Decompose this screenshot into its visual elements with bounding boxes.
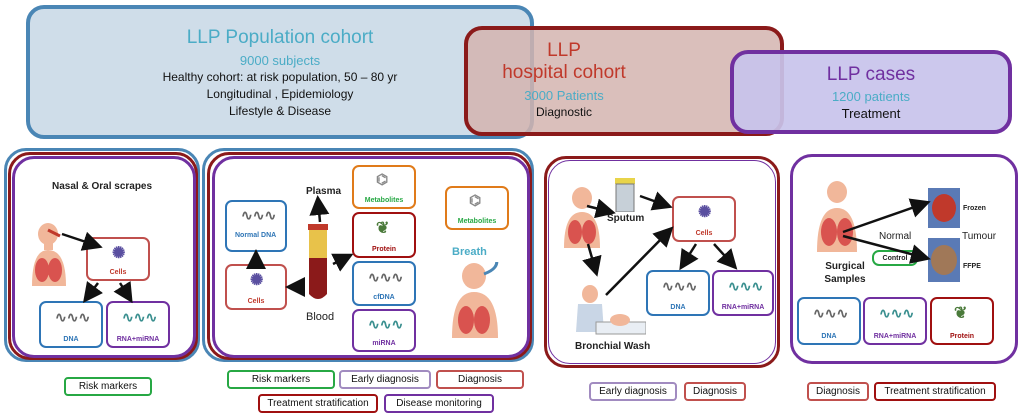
nasal-dna-box: ∿∿∿ DNA <box>39 301 103 348</box>
frozen-tissue-icon <box>928 188 960 228</box>
tag-diagnosis-2: Diagnosis <box>684 382 746 401</box>
rna-helix-icon: ∿∿∿ <box>122 309 158 325</box>
normal-label: Normal <box>879 231 912 242</box>
surgical-rna-helix-icon: ∿∿∿ <box>879 305 915 321</box>
tumour-label: Tumour <box>962 231 997 242</box>
mirna-helix-icon: ∿∿∿ <box>368 316 404 332</box>
tag-early-diagnosis-2: Early diagnosis <box>589 382 677 401</box>
nasal-dna-label: DNA <box>63 336 79 343</box>
control-box: Control <box>872 250 918 266</box>
nasal-panel-title: Nasal & Oral scrapes <box>52 181 153 192</box>
nasal-rna-box: ∿∿∿ RNA+miRNA <box>106 301 170 348</box>
sputum-person-icon <box>564 187 600 248</box>
sputum-label: Sputum <box>607 213 645 224</box>
blood-cells-box: ✺ Cells <box>225 264 287 310</box>
head-lungs-icon <box>32 223 66 286</box>
bronch-cells-label: Cells <box>695 230 713 237</box>
bronch-dna-label: DNA <box>670 304 686 311</box>
bronch-rna-helix-icon: ∿∿∿ <box>728 278 764 294</box>
surgical-protein-icon: ❦ <box>954 305 968 322</box>
plasma-cfdna-box: ∿∿∿ cfDNA <box>352 261 416 306</box>
plasma-metabolites-label: Metabolites <box>364 197 404 204</box>
surgical-dna-helix-icon: ∿∿∿ <box>813 305 849 321</box>
plasma-mirna-label: miRNA <box>372 340 396 347</box>
breath-molecule-icon: ⌬ <box>469 192 482 208</box>
plasma-label: Plasma <box>306 186 342 197</box>
ffpe-tissue-icon <box>928 238 960 282</box>
tag-risk-markers-2: Risk markers <box>227 370 335 389</box>
blood-label: Blood <box>306 311 335 323</box>
breath-metabolites-box: ⌬ Metabolites <box>445 186 509 230</box>
bronch-cells-box: ✺ Cells <box>672 196 736 242</box>
normal-dna-box: ∿∿∿ Normal DNA <box>225 200 287 252</box>
breath-person-icon <box>452 262 499 338</box>
molecule-icon: ⌬ <box>376 171 389 187</box>
blood-cells-icon: ✺ <box>250 272 264 289</box>
population-line-2: Longitudinal , Epidemiology <box>206 87 354 101</box>
tag-disease-monitoring: Disease monitoring <box>384 394 494 413</box>
bronch-dna-helix-icon: ∿∿∿ <box>662 278 698 294</box>
surgical-dna-label: DNA <box>821 333 837 340</box>
normal-dna-helix-icon: ∿∿∿ <box>241 207 277 223</box>
cells-icon: ✺ <box>112 245 126 262</box>
bronch-cells-icon: ✺ <box>698 204 712 221</box>
cases-title: LLP cases <box>826 64 916 85</box>
hospital-cohort-title-2: hospital cohort <box>502 62 626 83</box>
plasma-metabolites-box: ⌬ Metabolites <box>352 165 416 209</box>
tag-risk-markers-1: Risk markers <box>64 377 152 396</box>
control-label: Control <box>882 255 908 262</box>
hospital-patients: 3000 Patients <box>524 88 604 103</box>
tag-diagnosis-1: Diagnosis <box>436 370 524 389</box>
nasal-cells-box: ✺ Cells <box>86 237 150 281</box>
surgical-protein-label: Protein <box>949 333 975 340</box>
tag-treatment-stratification-2: Treatment stratification <box>874 382 996 401</box>
surgical-samples-text: Surgical Samples <box>824 261 866 285</box>
plasma-protein-label: Protein <box>371 246 397 253</box>
population-line-3: Lifestyle & Disease <box>228 104 332 118</box>
blood-tube-icon <box>308 224 328 299</box>
sputum-jar-icon <box>615 178 635 212</box>
nasal-rna-label: RNA+miRNA <box>116 336 160 343</box>
protein-icon: ❦ <box>376 220 390 237</box>
ffpe-label: FFPE <box>963 263 981 270</box>
cases-patients: 1200 patients <box>831 89 911 104</box>
plasma-mirna-box: ∿∿∿ miRNA <box>352 309 416 352</box>
bronch-rna-label: RNA+miRNA <box>721 304 765 311</box>
plasma-protein-box: ❦ Protein <box>352 212 416 258</box>
normal-dna-label: Normal DNA <box>235 232 277 239</box>
surgical-samples-label: Surgical Samples <box>820 260 870 286</box>
surgical-rna-box: ∿∿∿ RNA+miRNA <box>863 297 927 345</box>
cases-purpose: Treatment <box>841 106 901 121</box>
tag-treatment-stratification-1: Treatment stratification <box>258 394 378 413</box>
population-cohort-box: LLP Population cohort 9000 subjects Heal… <box>26 5 534 139</box>
population-cohort-title: LLP Population cohort <box>186 27 374 48</box>
bronchoscopy-patient-icon <box>576 285 646 335</box>
population-line-1: Healthy cohort: at risk population, 50 –… <box>162 70 398 84</box>
dna-helix-icon: ∿∿∿ <box>55 309 91 325</box>
breath-metabolites-label: Metabolites <box>457 218 497 225</box>
blood-cells-label: Cells <box>247 298 265 305</box>
surgical-rna-label: RNA+miRNA <box>873 333 917 340</box>
plasma-cfdna-label: cfDNA <box>373 294 395 301</box>
population-subjects: 9000 subjects <box>239 53 321 68</box>
tag-early-diagnosis-1: Early diagnosis <box>339 370 431 389</box>
breath-label: Breath <box>452 246 487 258</box>
surgical-dna-box: ∿∿∿ DNA <box>797 297 861 345</box>
tag-diagnosis-3: Diagnosis <box>807 382 869 401</box>
surgical-person-icon <box>817 181 857 252</box>
bronch-dna-box: ∿∿∿ DNA <box>646 270 710 316</box>
bronchial-wash-label: Bronchial Wash <box>575 341 651 352</box>
hospital-cohort-title-1: LLP <box>547 40 581 61</box>
frozen-label: Frozen <box>963 205 986 212</box>
surgical-protein-box: ❦ Protein <box>930 297 994 345</box>
hospital-purpose: Diagnostic <box>535 105 593 119</box>
cfdna-helix-icon: ∿∿∿ <box>368 269 404 285</box>
cases-cohort-box: LLP cases 1200 patients Treatment <box>730 50 1012 134</box>
nasal-cells-label: Cells <box>109 269 127 276</box>
bronch-rna-box: ∿∿∿ RNA+miRNA <box>712 270 774 316</box>
